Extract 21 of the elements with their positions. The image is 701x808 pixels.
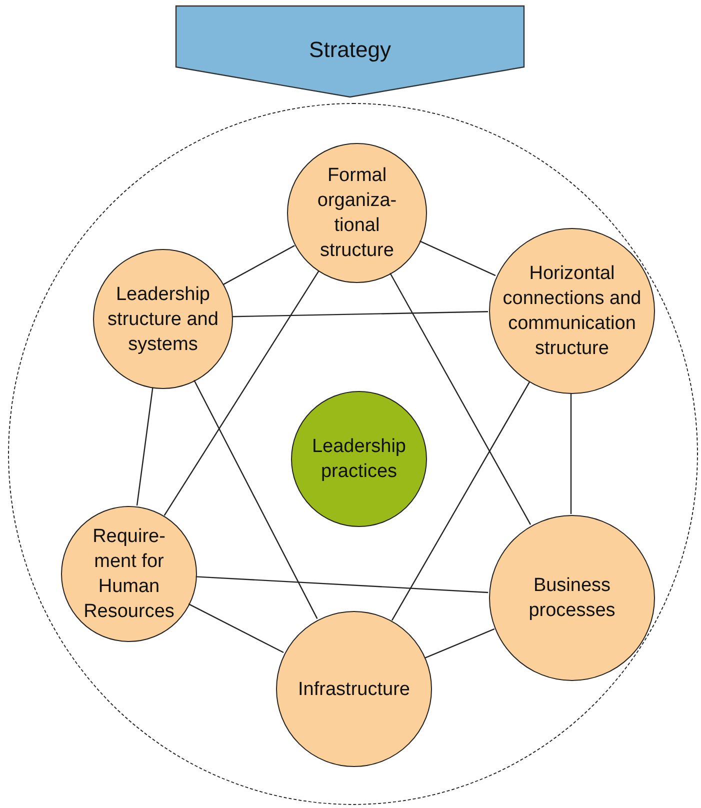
connector-line <box>570 393 572 514</box>
connector-line <box>390 272 532 525</box>
center-circle: Leadership practices <box>291 391 427 527</box>
category-circle: Business processes <box>489 515 655 681</box>
strategy-banner: Strategy <box>175 5 525 98</box>
connector-line <box>164 270 320 516</box>
connector-line <box>194 380 318 619</box>
connector-line <box>391 382 530 621</box>
connector-line <box>188 603 284 654</box>
category-circle: Require- ment for Human Resources <box>61 506 197 642</box>
category-circle: Formal organiza- tional structure <box>287 143 427 283</box>
connector-line <box>223 245 295 285</box>
connector-line <box>196 576 488 594</box>
category-circle: Horizontal connections and communication structure <box>489 228 655 394</box>
connector-line <box>419 240 496 276</box>
category-circle: Infrastructure <box>276 611 432 767</box>
connector-line <box>136 387 154 506</box>
connector-line <box>232 311 488 318</box>
dashed-boundary-circle <box>8 103 698 805</box>
connector-line <box>424 628 495 658</box>
category-circle: Leadership structure and systems <box>93 249 233 389</box>
